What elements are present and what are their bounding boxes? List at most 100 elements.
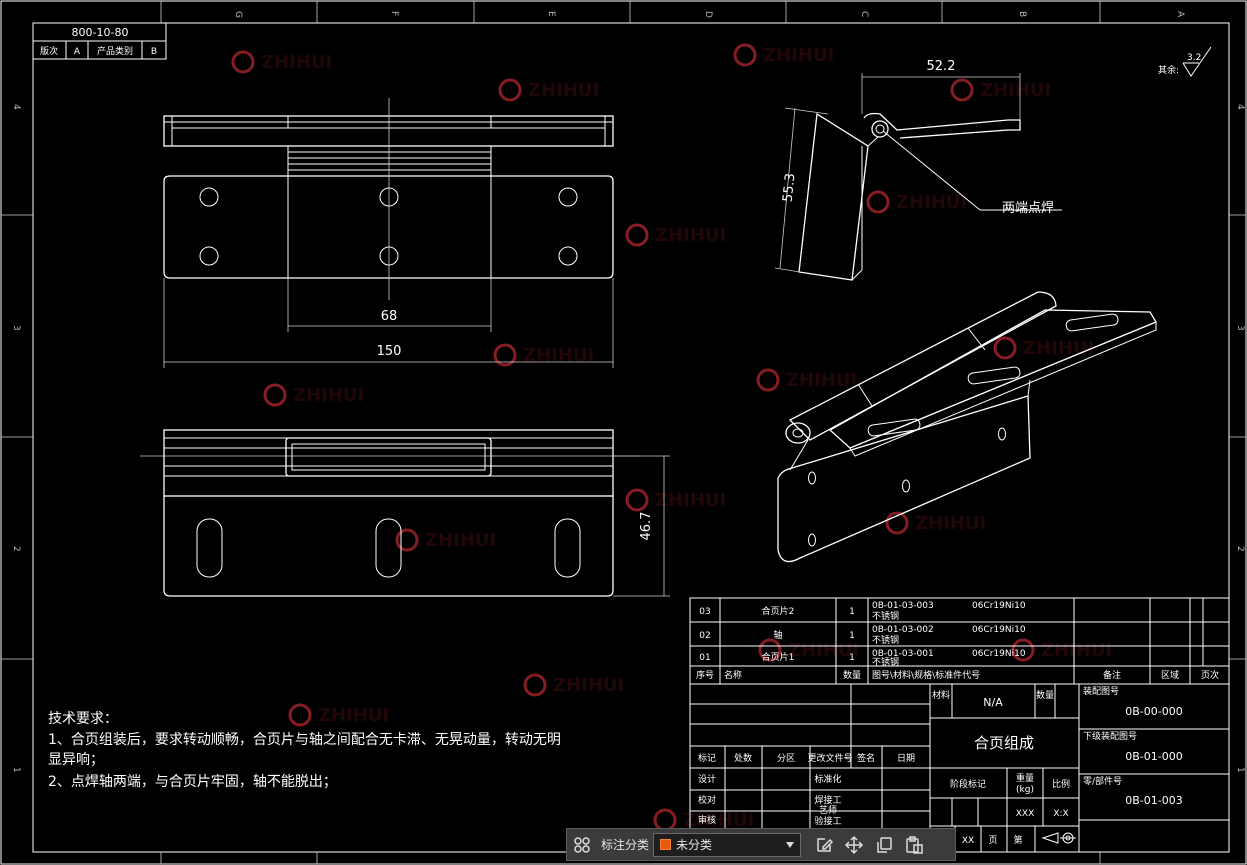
svg-text:0B-00-000: 0B-00-000 — [1125, 705, 1182, 718]
watermark-logo: ZHIHUI — [866, 190, 967, 214]
category-selected: 未分类 — [676, 838, 713, 852]
svg-text:2、点焊轴两端，与合页片牢固，轴不能脱出；: 2、点焊轴两端，与合页片牢固，轴不能脱出； — [48, 774, 337, 790]
svg-text:1、合页组装后，要求转动顺畅，合页片与轴之间配合无卡滞、无晃: 1、合页组装后，要求转动顺畅，合页片与轴之间配合无卡滞、无晃动量，转动无明 — [48, 732, 561, 748]
dim-52-2: 52.2 — [927, 59, 956, 74]
svg-text:数量: 数量 — [1036, 689, 1054, 701]
svg-text:03: 03 — [699, 607, 710, 617]
svg-text:轴: 轴 — [773, 629, 782, 641]
svg-text:ZHIHUI: ZHIHUI — [528, 80, 599, 101]
svg-text:ZHIHUI: ZHIHUI — [980, 80, 1051, 101]
move-icon — [844, 835, 864, 854]
zone-label: B — [1017, 11, 1027, 17]
svg-text:3.2: 3.2 — [1187, 53, 1201, 63]
svg-text:XXX: XXX — [1016, 809, 1035, 819]
svg-text:ZHIHUI: ZHIHUI — [915, 513, 986, 534]
svg-text:06Cr19Ni10: 06Cr19Ni10 — [972, 649, 1026, 659]
paste-button[interactable] — [899, 830, 929, 860]
svg-text:ZHIHUI: ZHIHUI — [523, 345, 594, 366]
watermarks: ZHIHUI ZHIHUI ZHIHUI ZHIHUI ZHIHUI ZHIHU… — [231, 43, 1112, 832]
copy-button[interactable] — [869, 830, 899, 860]
watermark-logo: ZHIHUI — [625, 223, 726, 247]
svg-text:ZHIHUI: ZHIHUI — [1023, 338, 1094, 359]
svg-text:序号: 序号 — [696, 669, 714, 681]
svg-text:日期: 日期 — [897, 753, 915, 764]
zone-label: 4 — [1235, 104, 1245, 110]
svg-text:艺师: 艺师 — [819, 804, 837, 816]
zone-label: 4 — [11, 104, 21, 110]
svg-text:01: 01 — [699, 653, 710, 663]
svg-text:技术要求：: 技术要求： — [48, 711, 118, 727]
watermark-logo: ZHIHUI — [288, 703, 389, 727]
svg-text:ZHIHUI: ZHIHUI — [553, 675, 624, 696]
svg-text:装配图号: 装配图号 — [1083, 685, 1119, 697]
watermark-logo: ZHIHUI — [263, 383, 364, 407]
svg-text:不锈钢: 不锈钢 — [872, 610, 899, 622]
svg-text:其余:: 其余: — [1158, 64, 1179, 76]
svg-text:产品类别: 产品类别 — [97, 45, 133, 57]
zone-label: A — [1175, 11, 1185, 18]
svg-text:数量: 数量 — [843, 669, 861, 681]
zone-label: 2 — [1235, 546, 1245, 552]
svg-text:合页片1: 合页片1 — [762, 651, 795, 663]
svg-text:ZHIHUI: ZHIHUI — [261, 52, 332, 73]
zone-label: 1 — [1235, 767, 1245, 773]
paste-icon — [906, 835, 923, 854]
category-select[interactable]: 未分类 — [653, 832, 802, 857]
svg-text:设计: 设计 — [698, 773, 716, 785]
svg-text:分区: 分区 — [777, 753, 795, 764]
move-button[interactable] — [839, 830, 869, 860]
copy-icon — [877, 836, 892, 853]
watermark-logo: ZHIHUI — [231, 50, 332, 74]
svg-text:不锈钢: 不锈钢 — [872, 656, 899, 668]
svg-text:A: A — [74, 47, 81, 57]
svg-text:材料: 材料 — [932, 689, 950, 701]
svg-text:ZHIHUI: ZHIHUI — [655, 490, 726, 511]
category-color-swatch — [660, 839, 672, 850]
svg-text:第: 第 — [1013, 834, 1022, 846]
svg-text:0B-01-03-001: 0B-01-03-001 — [872, 649, 934, 659]
title-block: 材料 N/A 数量 合页组成 阶段标记 重量 (kg) 比例 XXX X:X 装… — [689, 683, 1230, 853]
watermark-logo: ZHIHUI — [395, 528, 496, 552]
grid-view-button[interactable] — [567, 830, 597, 860]
svg-text:签名: 签名 — [857, 752, 875, 764]
isometric-view — [777, 291, 1157, 563]
svg-text:重量: 重量 — [1016, 772, 1034, 784]
watermark-logo: ZHIHUI — [498, 78, 599, 102]
svg-text:0B-01-03-002: 0B-01-03-002 — [872, 625, 934, 635]
svg-text:1: 1 — [849, 631, 855, 641]
svg-text:ZHIHUI: ZHIHUI — [655, 225, 726, 246]
watermark-logo: ZHIHUI — [625, 488, 726, 512]
watermark-logo: ZHIHUI — [523, 673, 624, 697]
zone-label: E — [546, 11, 556, 17]
svg-text:ZHIHUI: ZHIHUI — [788, 640, 859, 661]
svg-text:显异响；: 显异响； — [48, 752, 104, 768]
svg-text:零/部件号: 零/部件号 — [1083, 775, 1122, 787]
svg-text:审核: 审核 — [698, 814, 716, 826]
dim-150: 150 — [377, 344, 402, 359]
svg-text:0B-01-000: 0B-01-000 — [1125, 750, 1182, 763]
svg-text:校对: 校对 — [698, 794, 716, 806]
watermark-logo: ZHIHUI — [950, 78, 1051, 102]
watermark-logo: ZHIHUI — [758, 638, 859, 662]
svg-text:(kg): (kg) — [1016, 785, 1034, 795]
svg-text:0B-01-03-003: 0B-01-03-003 — [872, 601, 934, 611]
watermark-logo: ZHIHUI — [1011, 638, 1112, 662]
svg-text:06Cr19Ni10: 06Cr19Ni10 — [972, 625, 1026, 635]
svg-text:X:X: X:X — [1053, 809, 1068, 819]
bottom-view: 46.7 — [140, 429, 670, 597]
category-label: 标注分类 — [601, 838, 650, 852]
svg-text:合页组成: 合页组成 — [974, 734, 1034, 752]
watermark-logo: ZHIHUI — [493, 343, 594, 367]
svg-text:02: 02 — [699, 631, 710, 641]
svg-text:XX: XX — [962, 836, 974, 846]
zone-label: 2 — [11, 546, 21, 552]
svg-text:06Cr19Ni10: 06Cr19Ni10 — [972, 601, 1026, 611]
svg-text:1: 1 — [849, 607, 855, 617]
svg-text:ZHIHUI: ZHIHUI — [683, 810, 754, 831]
svg-text:阶段标记: 阶段标记 — [950, 778, 986, 790]
edit-button[interactable] — [809, 830, 839, 860]
svg-text:ZHIHUI: ZHIHUI — [425, 530, 496, 551]
svg-text:图号\材料\规格\标准件代号: 图号\材料\规格\标准件代号 — [872, 669, 980, 681]
svg-text:标准化: 标准化 — [814, 773, 841, 785]
